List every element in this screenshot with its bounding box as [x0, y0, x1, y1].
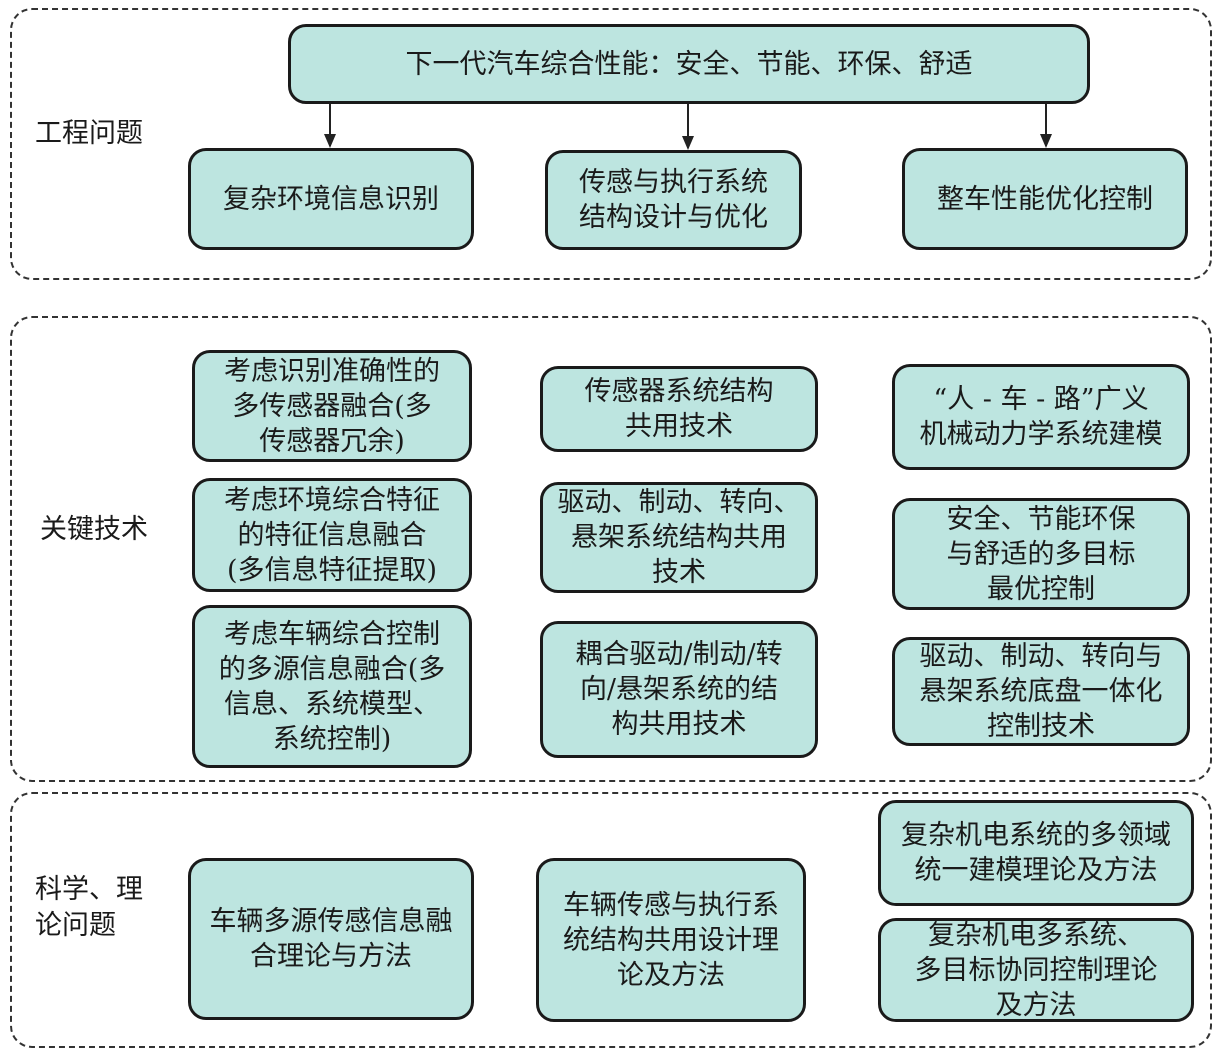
arrow-1 [324, 104, 336, 148]
key-tech-c3-1: “人 - 车 - 路”广义 机械动力学系统建模 [892, 364, 1190, 470]
science-box-3: 复杂机电系统的多领域 统一建模理论及方法 [878, 800, 1194, 906]
key-tech-c2-1: 传感器系统结构 共用技术 [540, 366, 818, 452]
key-tech-c2-3: 耦合驱动/制动/转 向/悬架系统的结 构共用技术 [540, 621, 818, 758]
arrow-2 [682, 104, 694, 150]
engineering-box-3: 整车性能优化控制 [902, 148, 1188, 250]
science-box-4: 复杂机电多系统、 多目标协同控制理论 及方法 [878, 918, 1194, 1022]
engineering-label: 工程问题 [35, 118, 143, 149]
key-tech-section [10, 316, 1212, 782]
arrow-3 [1040, 104, 1052, 148]
engineering-box-1: 复杂环境信息识别 [188, 148, 474, 250]
key-tech-c1-2: 考虑环境综合特征 的特征信息融合 (多信息特征提取) [192, 478, 472, 592]
key-tech-c2-2: 驱动、制动、转向、 悬架系统结构共用 技术 [540, 482, 818, 593]
key-tech-c3-3: 驱动、制动、转向与 悬架系统底盘一体化 控制技术 [892, 637, 1190, 746]
key-tech-c1-1: 考虑识别准确性的 多传感器融合(多 传感器冗余) [192, 350, 472, 462]
science-box-1: 车辆多源传感信息融 合理论与方法 [188, 858, 474, 1020]
key-tech-c3-2: 安全、节能环保 与舒适的多目标 最优控制 [892, 498, 1190, 610]
science-section [10, 792, 1212, 1048]
top-goal-box: 下一代汽车综合性能：安全、节能、环保、舒适 [288, 24, 1090, 104]
engineering-section [10, 8, 1212, 280]
key-tech-label: 关键技术 [40, 514, 148, 545]
key-tech-c1-3: 考虑车辆综合控制 的多源信息融合(多 信息、系统模型、 系统控制) [192, 605, 472, 768]
science-box-2: 车辆传感与执行系 统结构共用设计理 论及方法 [536, 858, 806, 1022]
science-label: 科学、理 论问题 [35, 874, 143, 941]
engineering-box-2: 传感与执行系统 结构设计与优化 [545, 150, 802, 250]
